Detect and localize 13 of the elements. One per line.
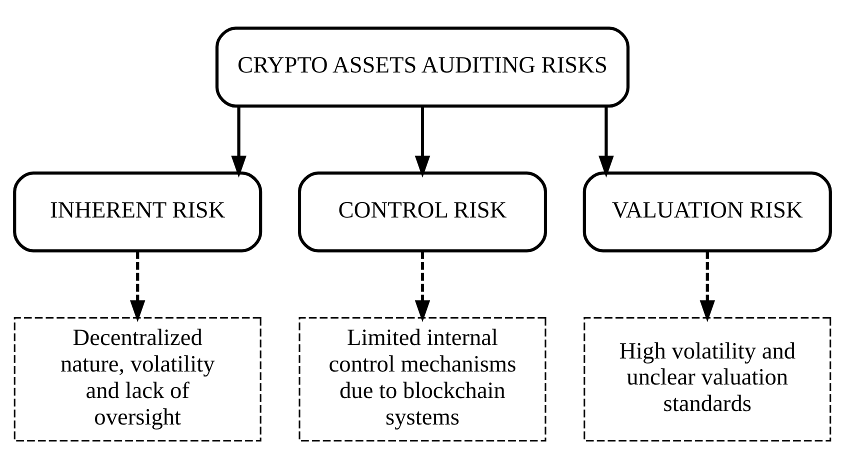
arrow	[700, 250, 716, 322]
node-box: CONTROL RISK	[298, 170, 548, 252]
node-box: CRYPTO ASSETS AUDITING RISKS	[215, 26, 630, 108]
arrow	[598, 106, 614, 178]
arrow	[130, 250, 146, 322]
node-box: Limited internal control mechanisms due to blockchain systems	[298, 316, 546, 442]
node-box: High volatility and unclear valuation standards	[584, 316, 832, 442]
arrow	[414, 250, 430, 322]
node-box: Decentralized nature, volatility and lack of oversight	[14, 316, 262, 442]
arrow	[414, 106, 430, 178]
node-box: VALUATION RISK	[582, 170, 832, 252]
node-box: INHERENT RISK	[13, 170, 262, 252]
arrow	[231, 106, 246, 178]
